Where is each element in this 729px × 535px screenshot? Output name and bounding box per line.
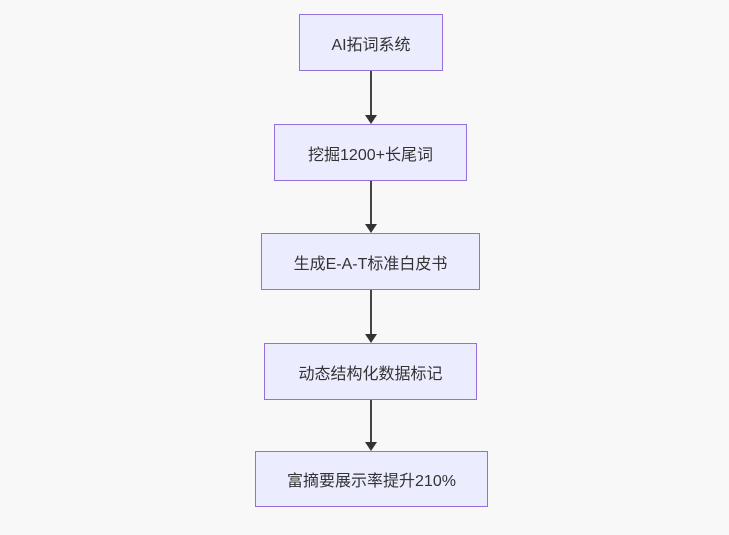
arrowhead-down-icon — [365, 442, 377, 451]
flow-node-dynamic-structured-data-markup: 动态结构化数据标记 — [264, 343, 477, 400]
flow-node-rich-snippet-rate-increase: 富摘要展示率提升210% — [255, 451, 488, 507]
flow-node-label: 富摘要展示率提升210% — [287, 473, 456, 490]
flow-node-label: 动态结构化数据标记 — [298, 365, 443, 383]
flow-node-label: 生成E-A-T标准白皮书 — [293, 255, 448, 273]
flow-arrow-3 — [365, 290, 377, 343]
flow-node-label: AI拓词系统 — [331, 36, 411, 54]
flow-arrow-2 — [365, 181, 377, 233]
flow-arrow-1 — [365, 71, 377, 124]
arrow-line — [370, 290, 372, 334]
flow-node-mine-longtail-keywords: 挖掘1200+长尾词 — [274, 124, 467, 181]
arrow-line — [370, 181, 372, 224]
flow-node-label: 挖掘1200+长尾词 — [308, 146, 433, 164]
flow-arrow-4 — [365, 400, 377, 451]
arrowhead-down-icon — [365, 334, 377, 343]
flow-node-generate-eat-whitepaper: 生成E-A-T标准白皮书 — [261, 233, 480, 290]
arrow-line — [370, 71, 372, 115]
arrowhead-down-icon — [365, 115, 377, 124]
arrowhead-down-icon — [365, 224, 377, 233]
arrow-line — [370, 400, 372, 442]
flow-node-ai-word-expansion-system: AI拓词系统 — [299, 14, 443, 71]
